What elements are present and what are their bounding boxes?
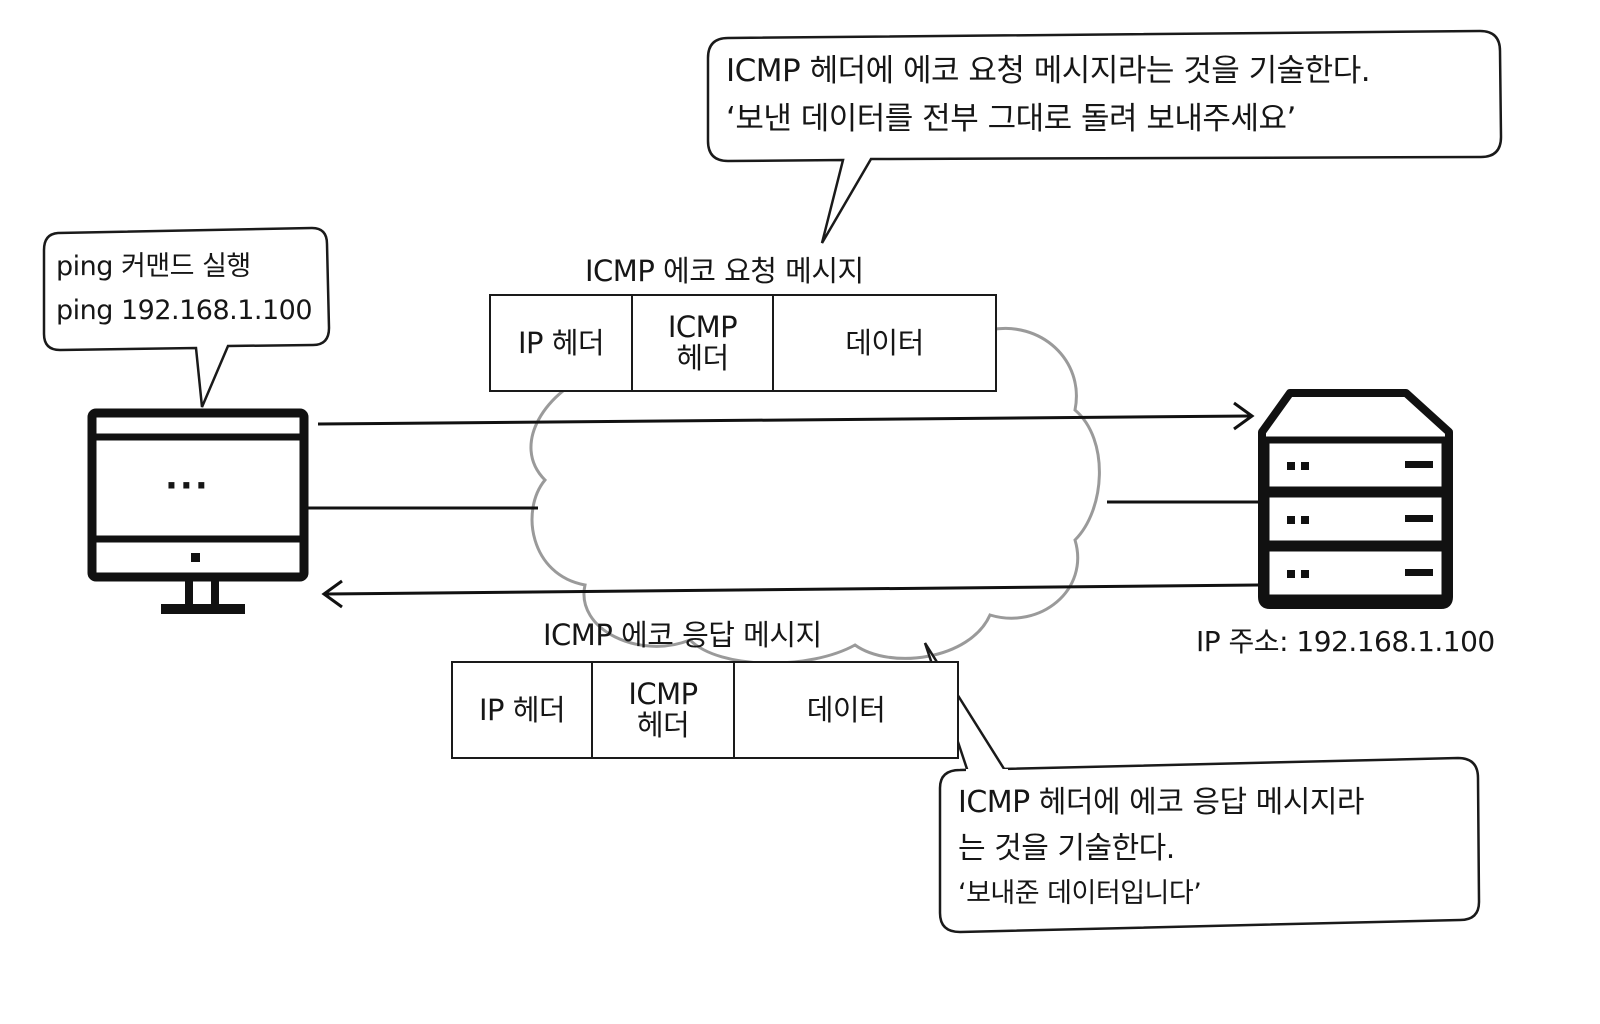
reply-ip-header-label: IP 헤더: [478, 692, 566, 727]
request-message-frame: [489, 294, 997, 392]
computer-screen-dots: ···: [165, 466, 210, 506]
ping-callout-line2: ping 192.168.1.100: [56, 295, 313, 326]
request-callout-line2: ‘보낸 데이터를 전부 그대로 돌려 보내주세요’: [726, 101, 1296, 137]
reply-callout-bubble: [938, 756, 1481, 934]
reply-callout-line1: ICMP 헤더에 에코 응답 메시지라: [958, 785, 1365, 820]
reply-arrow: [321, 579, 1259, 609]
request-icmp-header-cell: ICMP 헤더: [632, 295, 773, 391]
server-ip-label: IP 주소: 192.168.1.100: [1196, 625, 1495, 658]
ping-callout-bubble: [42, 226, 331, 408]
request-data-label: 데이터: [845, 325, 924, 360]
request-ip-header-cell: IP 헤더: [490, 295, 632, 391]
reply-icmp-header-cell: ICMP 헤더: [592, 662, 734, 758]
request-callout-bubble: [706, 29, 1503, 244]
ping-callout-line1: ping 커맨드 실행: [56, 251, 251, 282]
reply-data-cell: 데이터: [734, 662, 958, 758]
reply-message-title: ICMP 에코 응답 메시지: [543, 618, 822, 652]
reply-ip-header-cell: IP 헤더: [452, 662, 592, 758]
reply-callout-line2: 는 것을 기술한다.: [958, 831, 1175, 866]
computer-icon: [87, 408, 309, 614]
reply-icmp-header-line1: ICMP: [628, 677, 698, 711]
request-message-title: ICMP 에코 요청 메시지: [585, 254, 864, 288]
server-icon: [1258, 389, 1453, 609]
reply-icmp-header-line2: 헤더: [636, 708, 690, 742]
request-icmp-header-line1: ICMP: [667, 310, 738, 344]
reply-data-label: 데이터: [806, 692, 886, 727]
reply-callout-line3: ‘보내준 데이터입니다’: [958, 878, 1202, 909]
request-callout-line1: ICMP 헤더에 에코 요청 메시지라는 것을 기술한다.: [726, 53, 1371, 89]
request-icmp-header-line2: 헤더: [676, 341, 729, 375]
request-ip-header-label: IP 헤더: [517, 325, 605, 360]
request-arrow: [317, 401, 1255, 431]
request-data-cell: 데이터: [773, 295, 996, 391]
reply-message-frame: [451, 661, 959, 759]
